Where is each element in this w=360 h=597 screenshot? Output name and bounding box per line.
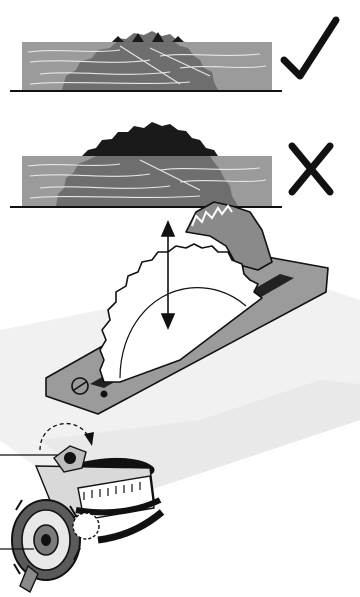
cross-icon [292, 146, 330, 192]
incorrect-blade-panel [10, 122, 330, 207]
saw-blade-incorrect-top [82, 122, 218, 156]
correct-blade-panel [10, 20, 336, 91]
adjustment-panel [0, 202, 360, 592]
height-handwheel [12, 500, 99, 592]
checkmark-icon [284, 20, 336, 76]
